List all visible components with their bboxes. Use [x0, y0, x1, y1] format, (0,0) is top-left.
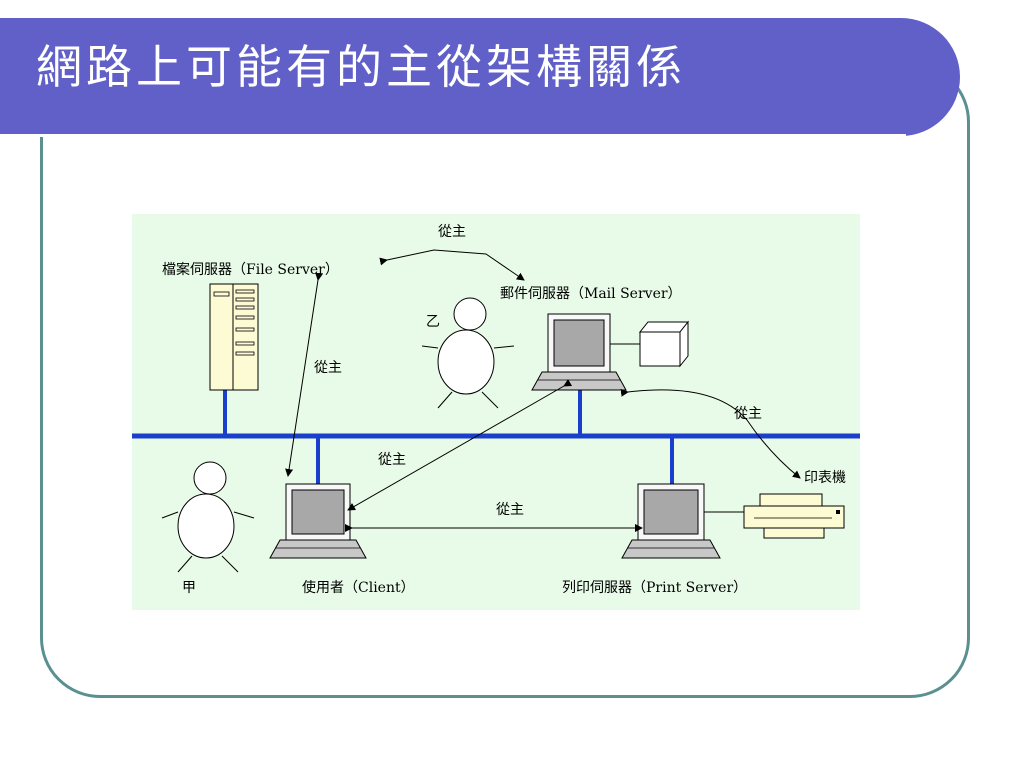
- title-underline: [0, 134, 906, 137]
- relation-label-mail-client: 從主: [378, 452, 406, 468]
- relation-label-client-print: 從主: [496, 502, 524, 518]
- person-b-label: 乙: [426, 314, 440, 330]
- mail-server-computer-icon: [531, 313, 627, 391]
- file-server-label: 檔案伺服器（File Server）: [162, 261, 339, 278]
- client-computer-icon: [269, 483, 367, 559]
- print-server-label: 列印伺服器（Print Server）: [562, 580, 747, 596]
- relation-arrows: [285, 249, 801, 532]
- file-server-icon: [209, 283, 259, 391]
- network-diagram: 檔案伺服器（File Server） 郵件伺服器（Mail Server） 使用…: [132, 214, 860, 610]
- mail-server-label: 郵件伺服器（Mail Server）: [500, 286, 682, 302]
- client-label: 使用者（Client）: [302, 579, 415, 596]
- relation-label-mail-printer: 從主: [734, 406, 762, 422]
- arrow-file-mail: [379, 249, 525, 281]
- printer-icon: [743, 493, 845, 539]
- printer-label: 印表機: [804, 470, 846, 486]
- person-a-figure: [161, 461, 255, 573]
- person-a-label: 甲: [182, 580, 196, 596]
- title-bar: [0, 18, 960, 136]
- relation-label-file-mail: 從主: [438, 224, 466, 240]
- relation-label-file-client: 從主: [314, 360, 342, 376]
- arrow-mail-client: [347, 379, 573, 511]
- arrow-file-client: [285, 272, 324, 477]
- mail-box-icon: [610, 320, 690, 368]
- arrow-mail-printer: [620, 388, 801, 479]
- print-server-computer-icon: [621, 483, 744, 559]
- page-title: 網路上可能有的主從架構關係: [36, 40, 686, 94]
- diagram-canvas: 檔案伺服器（File Server） 郵件伺服器（Mail Server） 使用…: [132, 214, 860, 610]
